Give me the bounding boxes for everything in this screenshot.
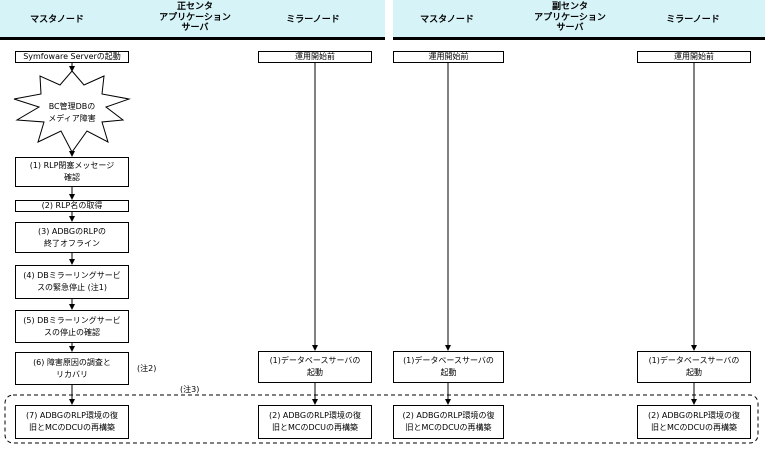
step-7-restore-rebuild: (7) ADBGのRLP環境の復 旧とMCのDCUの再構築 xyxy=(15,405,129,439)
note3-dashed-group xyxy=(4,394,759,444)
step-4-emergency-stop: (4) DBミラーリングサービ スの緊急停止 (注1) xyxy=(15,265,129,299)
secondary-master-db-server-start: (1)データベースサーバの 起動 xyxy=(393,351,504,383)
secondary-master-restore-rebuild: (2) ADBGのRLP環境の復 旧とMCのDCUの再構築 xyxy=(393,405,504,439)
secondary-mirror-db-server-start: (1)データベースサーバの 起動 xyxy=(637,351,751,383)
secondary-mirror-before-operation: 運用開始前 xyxy=(637,51,751,63)
primary-mirror-before-operation: 運用開始前 xyxy=(258,51,372,63)
secondary-mirror-column-label: ミラーノード xyxy=(666,15,720,25)
secondary-mirror-restore-rebuild: (2) ADBGのRLP環境の復 旧とMCのDCUの再構築 xyxy=(637,405,751,439)
secondary-master-before-operation: 運用開始前 xyxy=(393,51,504,63)
primary-mirror-column-label: ミラーノード xyxy=(286,15,340,25)
primary-center-header xyxy=(0,0,385,37)
step-3-adbg-offline: (3) ADBGのRLPの 終了オフライン xyxy=(15,222,129,253)
primary-center-title: 正センタ xyxy=(176,2,213,12)
primary-header-underline xyxy=(0,37,385,40)
step-start-symfoware: Symfoware Serverの起動 xyxy=(15,51,129,63)
primary-mirror-db-server-start: (1)データベースサーバの 起動 xyxy=(258,351,372,383)
secondary-master-column-label: マスタノード xyxy=(420,15,474,25)
step-1-rlp-message: (1) RLP閉塞メッセージ 確認 xyxy=(15,157,129,187)
step-5-stop-confirm: (5) DBミラーリングサービ スの停止の確認 xyxy=(15,310,129,343)
primary-app-server-column-label: アプリケーション サーバ xyxy=(159,13,231,33)
note-2: (注2) xyxy=(137,364,157,373)
step-6-investigate-recover: (6) 障害原因の調査と リカバリ xyxy=(15,352,129,385)
step-2-rlp-name: (2) RLP名の取得 xyxy=(15,200,129,212)
secondary-center-title: 副センタ xyxy=(551,2,588,12)
secondary-app-server-column-label: アプリケーション サーバ xyxy=(534,13,606,33)
note-3: (注3) xyxy=(180,385,200,394)
primary-master-column-label: マスタノード xyxy=(30,15,84,25)
secondary-header-underline xyxy=(393,37,765,40)
secondary-center-header xyxy=(393,0,765,37)
primary-mirror-restore-rebuild: (2) ADBGのRLP環境の復 旧とMCのDCUの再構築 xyxy=(258,405,372,439)
failure-burst-label: BC管理DBの メディア障害 xyxy=(48,102,96,123)
